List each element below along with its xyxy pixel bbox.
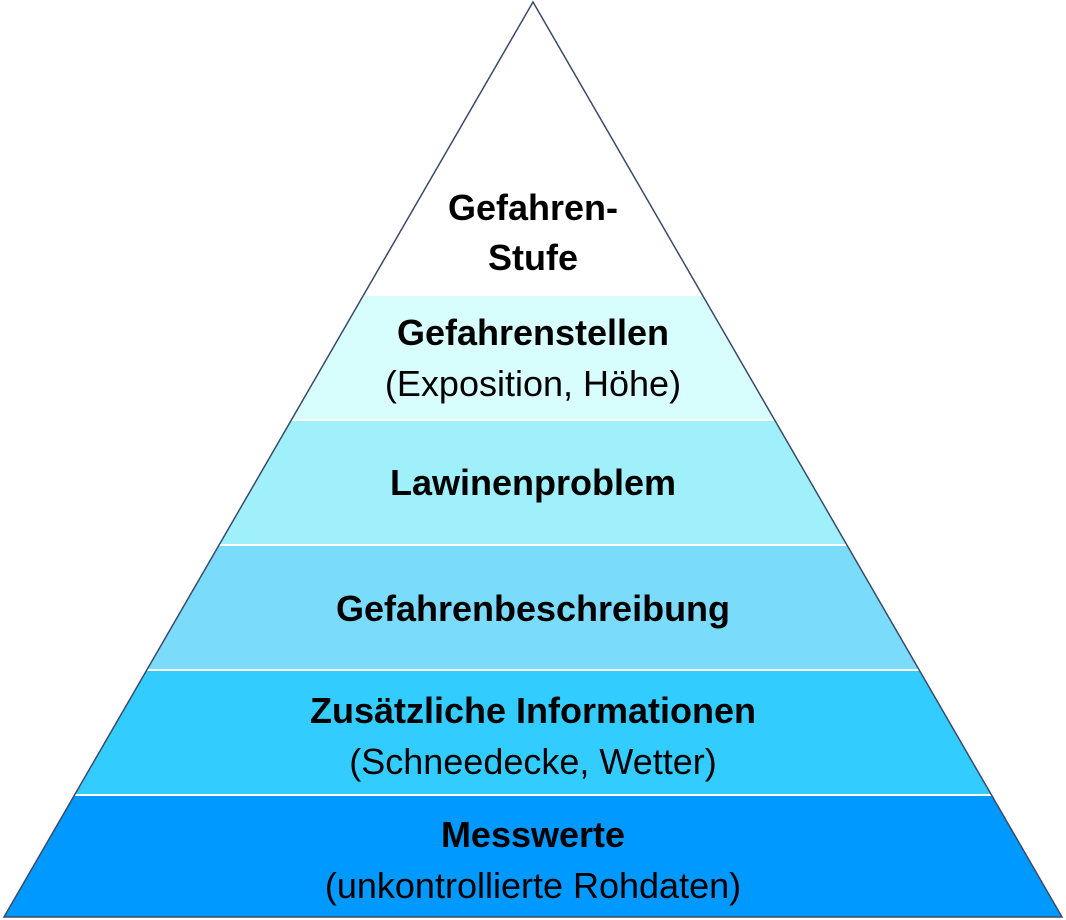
pyramid-level-6	[4, 795, 1062, 917]
level-2-title: Gefahrenstellen	[396, 312, 670, 353]
level-divider	[4, 419, 1062, 421]
level-2-subtitle: (Exposition, Höhe)	[384, 363, 682, 404]
pyramid-level-5	[4, 670, 1062, 795]
level-5-title: Zusätzliche Informationen	[309, 690, 757, 731]
level-4-title: Gefahrenbeschreibung	[335, 588, 731, 629]
level-divider	[4, 294, 1062, 296]
level-divider	[4, 544, 1062, 546]
level-6-title: Messwerte	[440, 814, 626, 855]
level-6-subtitle: (unkontrollierte Rohdaten)	[324, 865, 742, 906]
level-3-title: Lawinenproblem	[389, 462, 677, 503]
level-1-title: Gefahren-	[447, 187, 619, 228]
level-1-title-2: Stufe	[488, 237, 578, 278]
level-5-subtitle: (Schneedecke, Wetter)	[349, 741, 717, 782]
level-divider	[4, 794, 1062, 796]
level-divider	[4, 669, 1062, 671]
